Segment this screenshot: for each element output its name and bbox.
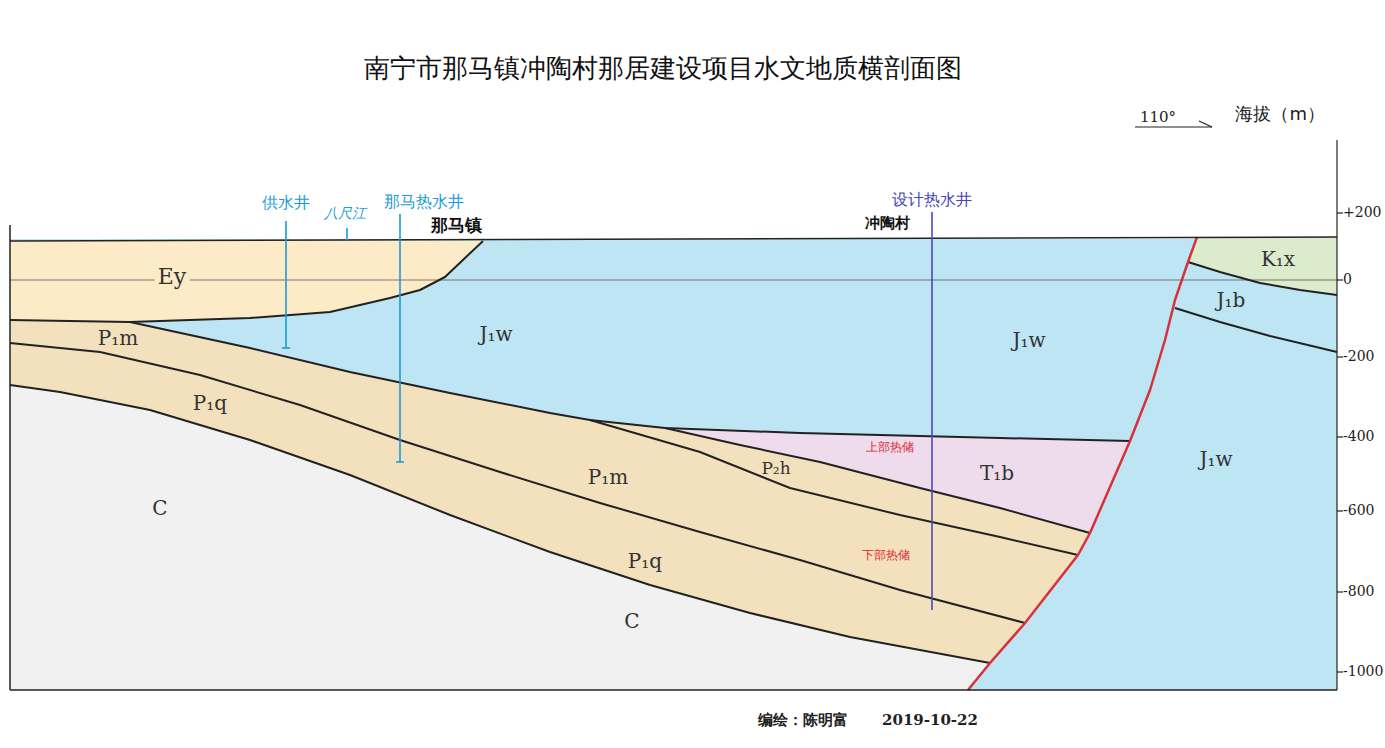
axis-value: +200 xyxy=(1343,205,1381,220)
diagram-title: 南宁市那马镇冲陶村那居建设项目水文地质横剖面图 xyxy=(364,54,962,83)
stratum-code: P₂h xyxy=(761,459,790,478)
t1b-base-line xyxy=(665,428,1090,533)
well-name: 那马热水井 xyxy=(384,193,464,211)
axis-tick xyxy=(1337,591,1343,592)
strata-boundaries xyxy=(10,241,1337,663)
axis-value: -800 xyxy=(1343,584,1374,599)
well-bottom xyxy=(396,461,404,463)
well-name: 供水井 xyxy=(262,194,310,212)
stratum-code: K₁x xyxy=(1261,248,1295,270)
stratum-code: P₁m xyxy=(588,466,628,488)
t1b-fill xyxy=(665,428,1130,533)
place-name: 冲陶村 xyxy=(865,215,910,232)
axis-value: 0 xyxy=(1343,272,1352,287)
axis-value: -400 xyxy=(1343,429,1374,444)
axis-tick xyxy=(1337,356,1343,357)
design-hot-well xyxy=(931,212,933,610)
axis-value: -200 xyxy=(1343,349,1374,364)
axis-tick xyxy=(1337,671,1343,672)
stratum-code: J₁w xyxy=(479,323,512,345)
elevation-axis xyxy=(1337,140,1343,690)
stratum-code: Ey xyxy=(155,265,190,289)
reservoir-label: 下部热储 xyxy=(862,549,910,562)
axis-tick xyxy=(1337,510,1343,511)
axis-tick xyxy=(1337,212,1343,213)
well-bottom xyxy=(282,347,290,349)
p1m-p1q-line xyxy=(10,343,1025,623)
stratum-code: C xyxy=(152,497,167,519)
stratum-code: P₁m xyxy=(98,327,138,349)
sea-level-line xyxy=(10,280,1337,281)
well-name: 设计热水井 xyxy=(892,191,972,209)
wells xyxy=(282,212,932,610)
reservoir-label: 上部热储 xyxy=(866,441,914,454)
ey-base-line xyxy=(130,241,483,322)
frame-bottom xyxy=(10,689,1337,691)
stratum-code: J₁w xyxy=(1199,448,1232,470)
j1w-fill xyxy=(10,239,1337,690)
k1x-fill xyxy=(1188,237,1337,295)
ey-fill xyxy=(10,241,483,322)
date-note: 2019-10-22 xyxy=(882,712,978,729)
stratum-code: C xyxy=(624,610,639,632)
axis-tick xyxy=(1337,279,1343,280)
direction-head xyxy=(1199,121,1212,127)
c-top-line xyxy=(10,385,990,663)
p2h-base-line xyxy=(590,420,1078,555)
axis-title: 海拔（m） xyxy=(1235,104,1325,124)
place-name: 那马镇 xyxy=(431,216,482,235)
stratum-code: J₁w xyxy=(1012,329,1045,351)
carboniferous-fill xyxy=(10,385,990,690)
direction-line xyxy=(1135,126,1212,127)
stratum-code: T₁b xyxy=(980,462,1014,484)
stratum-code: J₁b xyxy=(1217,289,1246,311)
author-note: 编绘：陈明富 xyxy=(758,712,848,729)
axis-line xyxy=(1336,140,1337,690)
direction-label: 110° xyxy=(1140,109,1176,126)
nama-hot-well xyxy=(399,214,401,462)
supply-well xyxy=(285,221,287,348)
j1w-base-line xyxy=(10,320,1130,441)
river-marker xyxy=(346,228,348,240)
stratum-code: P₁q xyxy=(193,392,227,414)
axis-value: -1000 xyxy=(1343,664,1383,679)
stratum-code: P₁q xyxy=(628,550,662,572)
axis-value: -600 xyxy=(1343,503,1374,518)
river-name: 八尺江 xyxy=(324,206,366,221)
frame-left xyxy=(9,225,11,690)
j1b-base-line xyxy=(1175,308,1337,352)
ground-surface xyxy=(10,237,1337,241)
fault-line xyxy=(968,237,1197,690)
axis-tick xyxy=(1337,436,1343,437)
